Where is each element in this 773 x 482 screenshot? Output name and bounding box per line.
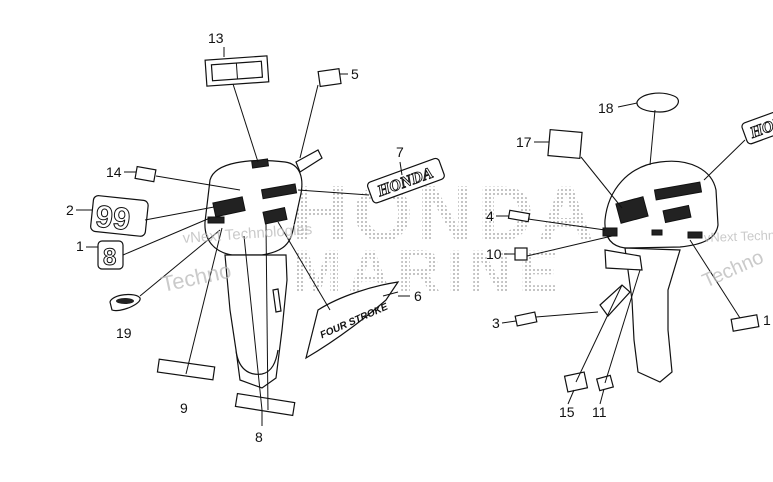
part-4-decal — [507, 209, 531, 223]
callout-6: 6 — [414, 288, 422, 304]
part-8-decal — [234, 392, 296, 417]
callout-8: 8 — [255, 429, 263, 445]
brand-lettering-marine: MARINE — [292, 238, 565, 305]
callout-9: 9 — [180, 400, 188, 416]
part-1-decal-8: 8 — [97, 240, 124, 272]
part-9-decal — [156, 358, 216, 381]
callout-4: 4 — [486, 208, 494, 224]
callout-19: 19 — [116, 325, 132, 341]
callout-2: 2 — [66, 202, 74, 218]
callout-11: 11 — [592, 404, 607, 420]
part-14-decal — [134, 165, 157, 183]
part-2-decal-99: 99 — [90, 195, 149, 237]
part-17-decal — [547, 129, 583, 159]
callout-15: 15 — [559, 404, 575, 420]
part-1-right-decal — [730, 314, 760, 332]
outboard-motor-left — [204, 149, 323, 389]
callout-10: 10 — [486, 246, 502, 262]
callout-labels: 13 5 7 14 2 1 19 9 8 6 18 17 4 10 3 15 1… — [66, 30, 771, 445]
leader-lines — [122, 83, 746, 411]
callout-17: 17 — [516, 134, 532, 150]
brand-lettering-honda: HONDA — [292, 169, 598, 257]
part-5-decal — [317, 67, 342, 88]
part-honda-emblem-right: HON — [741, 104, 773, 145]
watermark-left-techno: Techno — [159, 258, 234, 297]
callout-14: 14 — [106, 164, 122, 180]
watermark-right: vNext Technologies — [704, 226, 773, 245]
outboard-motor-right — [599, 160, 719, 383]
callout-3: 3 — [492, 315, 500, 331]
part-10-decal — [514, 247, 528, 261]
brand-lettering-background: HONDA MARINE — [292, 169, 598, 305]
part-3-decal — [514, 311, 538, 327]
part-18-decal — [636, 92, 679, 113]
callout-1-right: 1 — [763, 312, 771, 328]
part-19-grommet — [109, 293, 141, 312]
callout-13: 13 — [208, 30, 224, 46]
svg-text:99: 99 — [94, 199, 132, 237]
part-13-decal — [204, 55, 270, 87]
watermark-right-techno: Techno — [699, 246, 767, 292]
callout-1: 1 — [76, 238, 84, 254]
callout-5: 5 — [351, 66, 359, 82]
svg-text:8: 8 — [103, 244, 116, 271]
callout-7: 7 — [396, 144, 404, 160]
callout-18: 18 — [598, 100, 614, 116]
